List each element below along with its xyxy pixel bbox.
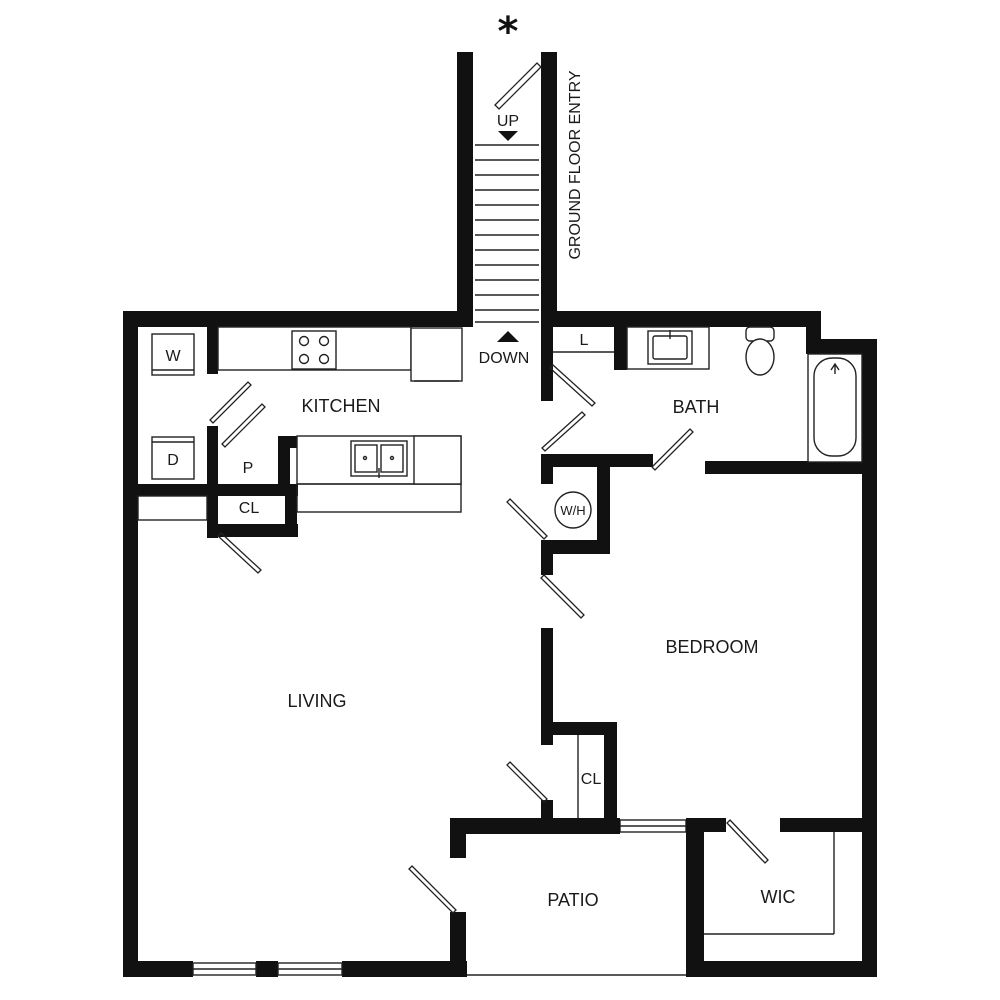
- room-label-living: LIVING: [287, 691, 346, 711]
- bath-sink-icon: [647, 330, 693, 365]
- room-label-patio: PATIO: [547, 890, 598, 910]
- water-heater: [554, 491, 592, 529]
- water-heater-label: W/H: [560, 503, 585, 518]
- door-swings: [209, 62, 769, 914]
- toilet-icon: [745, 326, 775, 376]
- stair-down-arrow-icon: [497, 331, 519, 342]
- kitchen-sink-icon: [350, 440, 408, 478]
- bathtub-icon: [807, 353, 863, 463]
- bath-vanity: [626, 326, 710, 370]
- exterior-walls: [123, 52, 877, 977]
- room-label-kitchen: KITCHEN: [301, 396, 380, 416]
- room-label-bath: BATH: [673, 397, 720, 417]
- interior-walls: [138, 327, 877, 977]
- dryer: D: [151, 436, 195, 480]
- windows: [192, 819, 688, 976]
- staircase: [475, 144, 539, 323]
- room-label-wic: WIC: [761, 887, 796, 907]
- washer: W: [151, 333, 195, 376]
- closet-rods: [577, 735, 835, 935]
- pantry-label: P: [243, 460, 254, 477]
- dryer-label: D: [167, 452, 179, 469]
- location-marker: *: [498, 9, 519, 55]
- refrigerator-icon: [410, 327, 463, 382]
- room-label-bedroom: BEDROOM: [665, 637, 758, 657]
- bedroom-closet-label: CL: [581, 771, 602, 788]
- stove-icon: [291, 330, 337, 370]
- stair-up-arrow-icon: [498, 131, 518, 141]
- dishwasher-icon: [413, 435, 462, 485]
- stair-up-label: UP: [497, 113, 519, 130]
- stair-down-label: DOWN: [479, 350, 530, 367]
- washer-label: W: [165, 348, 181, 365]
- ground-floor-entry-label: GROUND FLOOR ENTRY: [567, 70, 584, 259]
- linen-closet-label: L: [580, 332, 589, 349]
- kitchen-closet-label: CL: [239, 500, 260, 517]
